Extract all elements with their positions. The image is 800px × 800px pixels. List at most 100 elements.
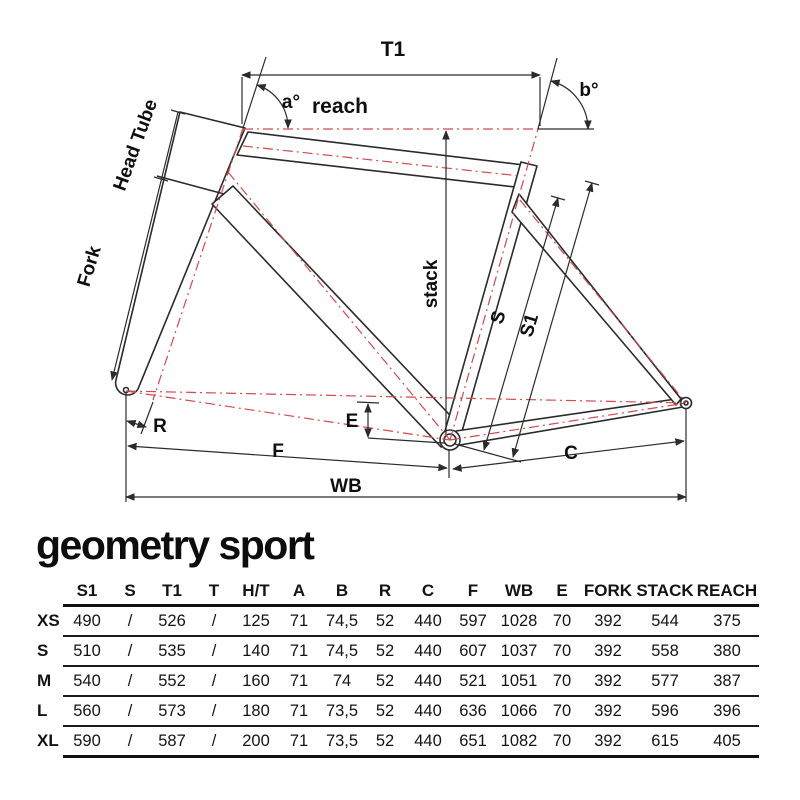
label-s: S [487,308,511,326]
cell-m-t1: 552 [149,666,195,697]
steering-axis-extension [242,56,267,129]
column-header-s1: S1 [63,578,111,607]
rake-ext-line [140,401,154,435]
steering-axis-line [152,127,244,401]
cell-xl-h-t: 200 [233,726,279,758]
cell-xl-b: 73,5 [319,726,365,758]
dimension-lines [110,56,687,502]
cell-l-c: 440 [405,696,451,727]
cell-m-s: / [111,666,149,697]
cell-l-s1: 560 [63,696,111,727]
cell-xl-stack: 615 [635,726,695,758]
cell-l-r: 52 [365,696,405,727]
label-r: R [153,416,167,437]
cell-s-c: 440 [405,636,451,667]
cell-s-e: 70 [543,636,581,667]
cell-xs-t: / [195,605,233,637]
cell-xs-f: 597 [451,605,495,637]
cell-m-f: 521 [451,666,495,697]
cell-l-f: 636 [451,696,495,727]
column-header-reach: REACH [695,578,759,607]
cell-s-wb: 1037 [495,636,543,667]
row-size-label: M [37,671,52,690]
cell-m-s1: 540 [63,666,111,697]
cell-s-stack: 558 [635,636,695,667]
column-header-f: F [451,578,495,607]
cell-l-t1: 573 [149,696,195,727]
cell-l-wb: 1066 [495,696,543,727]
down-tube-centerline [227,171,451,441]
column-header-r: R [365,578,405,607]
label-stack: stack [421,259,442,308]
rake-dim-line [126,419,147,429]
row-size-label: S [37,641,49,660]
cell-xl-t: / [195,726,233,758]
cell-m-fork: 392 [581,666,635,697]
cell-xl-r: 52 [365,726,405,758]
column-header-fork: FORK [581,578,635,607]
label-s1: S1 [516,311,543,340]
cell-xl-s: / [111,726,149,758]
cell-m-c: 440 [405,666,451,697]
cell-s-r: 52 [365,636,405,667]
column-header-h-t: H/T [233,578,279,607]
column-header-t: T [195,578,233,607]
cell-l-a: 71 [279,696,319,727]
cell-l-fork: 392 [581,696,635,727]
cell-m-b: 74 [319,666,365,697]
cell-m-t: / [195,666,233,697]
page-title: geometry sport [36,522,315,568]
b-angle-arc [550,79,592,130]
cell-m-h-t: 160 [233,666,279,697]
cell-xl-s1: 590 [63,726,111,758]
cell-l-h-t: 180 [233,696,279,727]
column-header-t1: T1 [149,578,195,607]
seat-axis-extension [537,57,558,130]
column-header-wb: WB [495,578,543,607]
label-reach: reach [312,95,368,118]
e-top-tick [356,401,380,404]
cell-xs-b: 74,5 [319,605,365,637]
cell-xl-fork: 392 [581,726,635,758]
cell-xs-wb: 1028 [495,605,543,637]
cell-xl-reach: 405 [695,726,759,758]
cell-m-e: 70 [543,666,581,697]
column-header-stack: STACK [635,578,695,607]
column-header-a: A [279,578,319,607]
frame-outline [114,111,693,451]
cell-m-reach: 387 [695,666,759,697]
label-t1: T1 [381,38,406,61]
a-angle-arc [256,84,292,129]
cell-l-e: 70 [543,696,581,727]
label-fork: Fork [74,243,106,289]
e-bottom-line [367,437,445,444]
cell-l-s: / [111,696,149,727]
s1-top-tick [584,180,600,186]
cell-xl-wb: 1082 [495,726,543,758]
cell-xl-c: 440 [405,726,451,758]
s1-dim-line [511,182,594,458]
front-axle-to-bb-line [125,390,451,441]
cell-xs-e: 70 [543,605,581,637]
cell-s-reach: 380 [695,636,759,667]
chain-stay-shape [453,397,684,447]
head-tube-bottom-line [156,175,225,195]
size-column-corner [35,578,63,606]
f-dim-line [127,442,448,472]
column-header-s: S [111,578,149,607]
cell-xs-r: 52 [365,605,405,637]
s-baseline-tick [454,443,522,463]
cell-s-t: / [195,636,233,667]
cell-xl-t1: 587 [149,726,195,758]
cell-xs-stack: 544 [635,605,695,637]
cell-s-fork: 392 [581,636,635,667]
cell-m-a: 71 [279,666,319,697]
cell-m-wb: 1051 [495,666,543,697]
